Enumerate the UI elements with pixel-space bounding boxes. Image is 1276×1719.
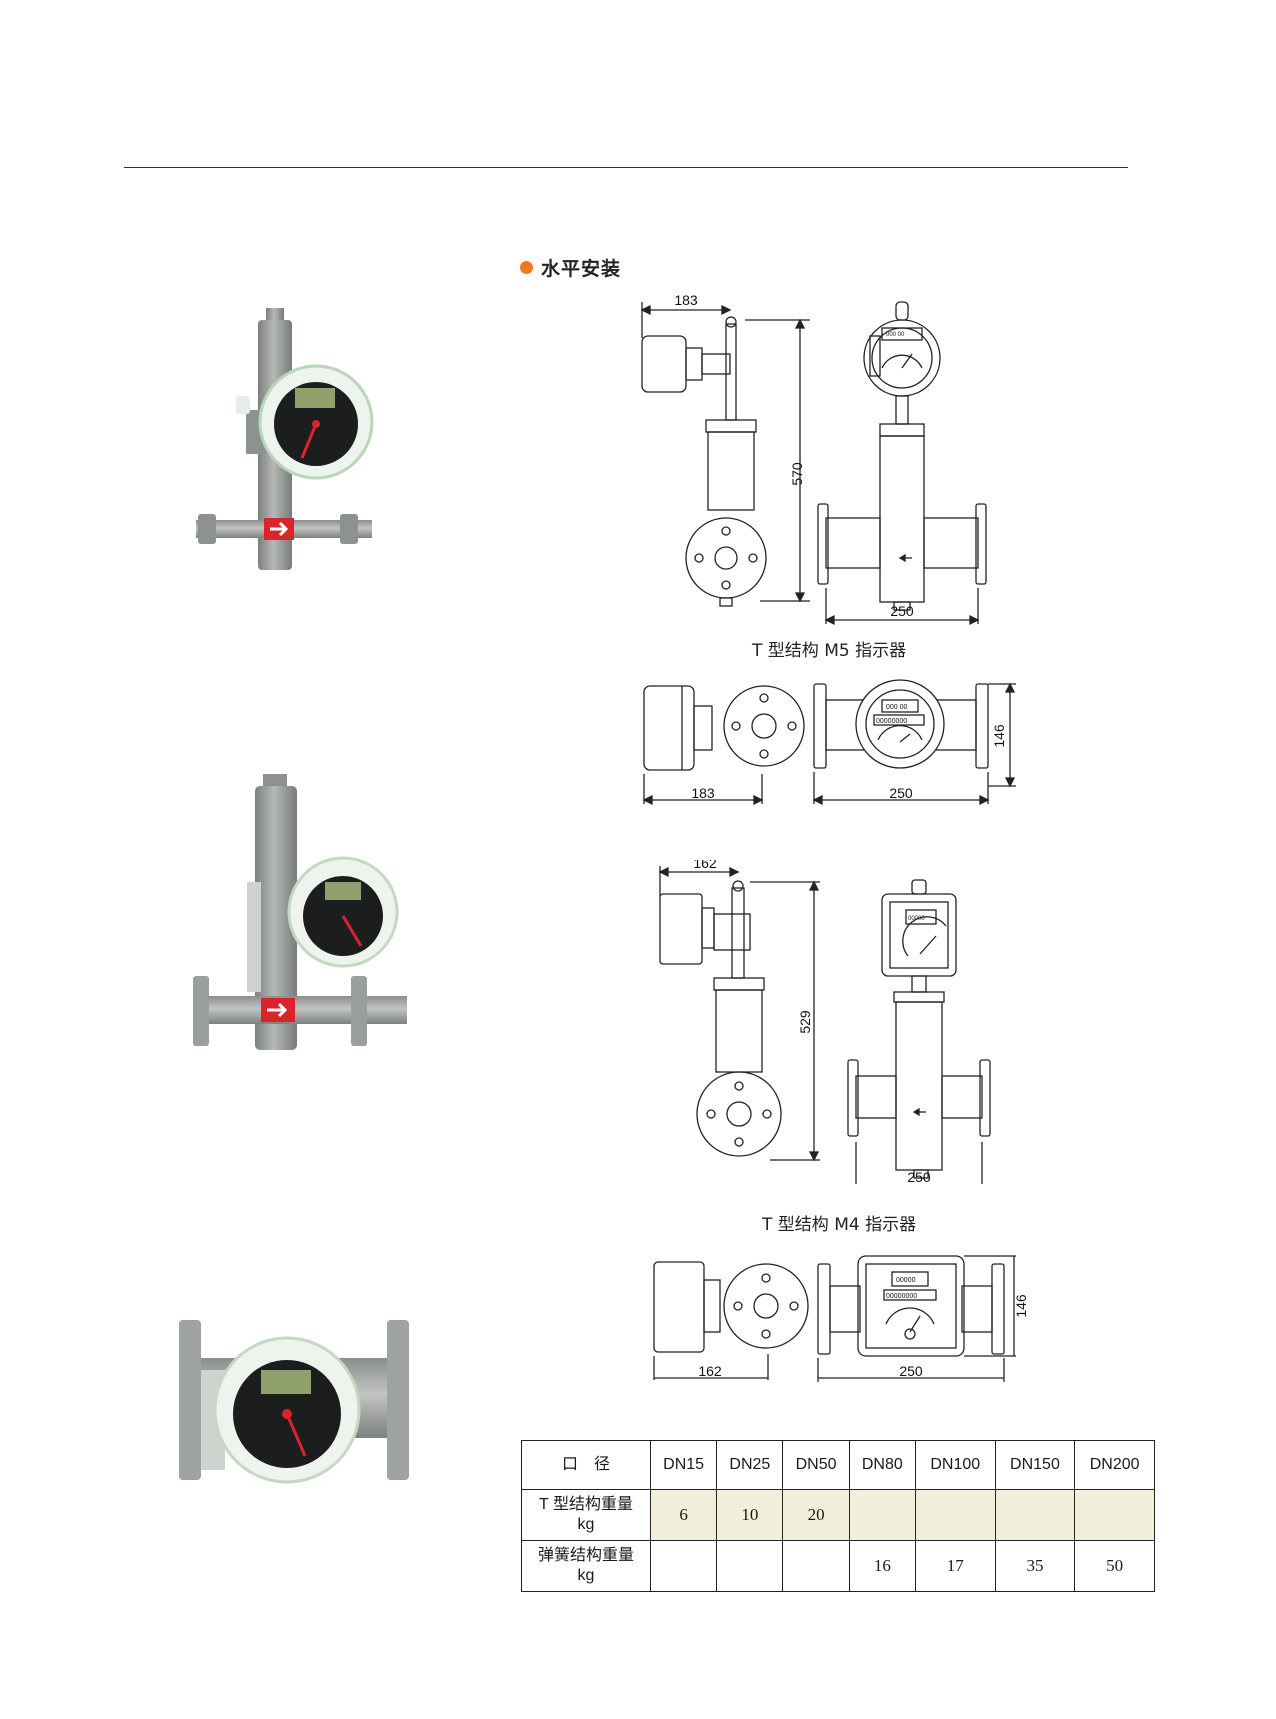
table-row-label-line2: kg [577,1516,595,1533]
table-row-label-line1: T 型结构重量 [539,1496,633,1513]
table-row-label-line1: 弹簧结构重量 [537,1547,634,1564]
dim-m4-plan-length: 250 [899,1363,923,1379]
dim-m4-elev-length: 250 [907,1169,931,1185]
table-value-cell: 16 [848,1540,916,1592]
caption-m5: T 型结构 M5 指示器 [752,641,907,661]
table-value-cell: 10 [716,1489,784,1541]
table-value-cell [914,1489,996,1541]
dim-m4-elev-height: 529 [797,1010,813,1034]
header-rule [124,167,1128,168]
table-header-label: 口 径 [521,1440,651,1490]
dim-m4-plan-depth: 146 [1013,1294,1028,1318]
table-value-cell: 35 [994,1540,1076,1592]
orange-bullet-icon [520,261,533,274]
table-value-cell: 50 [1074,1540,1155,1592]
m5-plan-counter: 00000000 [876,718,907,725]
table-row-label: T 型结构重量 kg [521,1489,651,1541]
table-value-cell [1074,1489,1155,1541]
table-value-cell [649,1540,718,1592]
table-size-cell: DN15 [649,1440,718,1490]
table-value-cell: 17 [914,1540,996,1592]
m4-readout: 00000 [908,916,925,922]
drawing-m5-plan: 183 250 146 000 00 00000000 [642,679,1016,806]
drawing-m5-elevation: 183 570 250 000 00 [640,292,987,626]
section-title: 水平安装 [541,258,622,280]
table-size-cell: DN100 [914,1440,996,1490]
table-row: 弹簧结构重量 kg 16 17 35 50 [521,1540,1155,1592]
drawing-m4-plan: 162 250 146 00000 00000000 [653,1255,1028,1382]
dim-m5-plan-width: 183 [691,785,715,801]
table-value-cell [782,1540,850,1592]
table-row: T 型结构重量 kg 6 10 20 [521,1489,1155,1541]
caption-m4: T 型结构 M4 指示器 [762,1215,917,1235]
m5-plan-readout: 000 00 [886,704,908,711]
drawing-m4-elevation: 162 529 250 00000 [658,860,991,1185]
table-size-cell: DN150 [994,1440,1076,1490]
table-size-cell: DN80 [848,1440,916,1490]
table-value-cell [848,1489,916,1541]
m5-readout: 000 00 [886,332,905,338]
dim-m5-elev-height: 570 [789,462,805,486]
product-photo-t-type-threaded [196,308,374,570]
table-header-row: 口 径 DN15 DN25 DN50 DN80 DN100 DN150 DN20… [521,1440,1155,1490]
dim-m4-plan-width: 162 [698,1363,722,1379]
m4-plan-counter: 00000000 [886,1293,917,1300]
table-row-label-line2: kg [577,1567,595,1584]
dim-m4-elev-width: 162 [693,860,717,871]
product-photo-t-type-flanged [193,774,407,1050]
table-value-cell [994,1489,1076,1541]
table-size-cell: DN50 [782,1440,850,1490]
product-photo-spring-type [179,1320,409,1484]
m4-plan-readout: 00000 [896,1277,916,1284]
dim-m5-plan-depth: 146 [991,724,1007,748]
table-value-cell: 20 [782,1489,850,1541]
table-row-label: 弹簧结构重量 kg [521,1540,651,1592]
weight-table: 口 径 DN15 DN25 DN50 DN80 DN100 DN150 DN20… [521,1440,1155,1592]
dim-m5-elev-length: 250 [890,603,914,619]
section-header: 水平安装 [520,254,621,281]
table-size-cell: DN200 [1074,1440,1155,1490]
table-value-cell [716,1540,784,1592]
table-size-cell: DN25 [716,1440,784,1490]
dim-m5-elev-width: 183 [674,292,698,308]
dim-m5-plan-length: 250 [889,785,913,801]
table-value-cell: 6 [649,1489,718,1541]
